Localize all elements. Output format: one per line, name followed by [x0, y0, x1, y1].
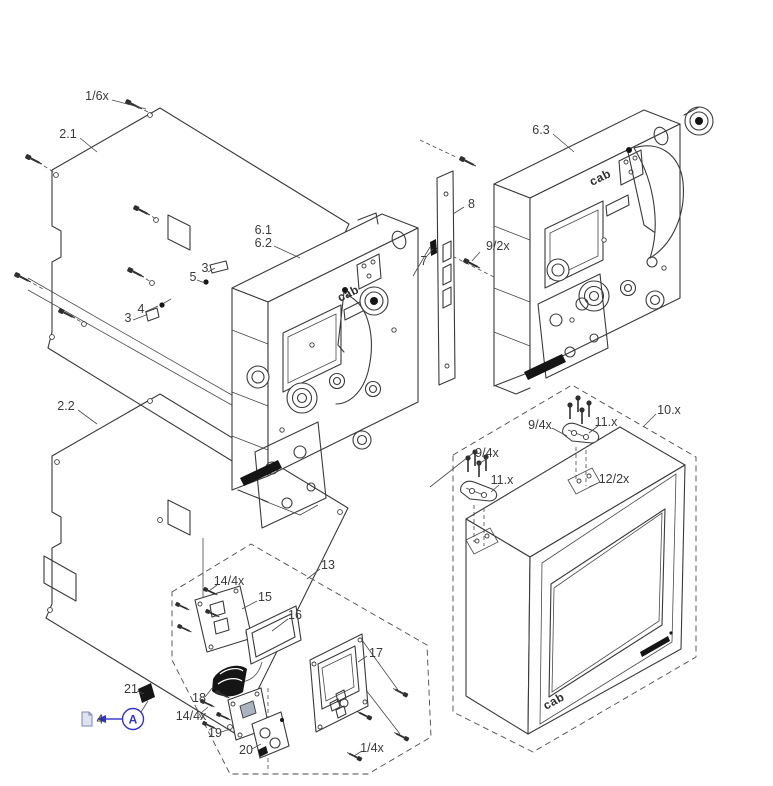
- callout-14-4x-top: 14/4x: [214, 574, 245, 588]
- callout-18: 18: [192, 691, 206, 705]
- panel-2-2: [43, 393, 349, 735]
- part-18-boot: [212, 665, 247, 697]
- callout-10x: 10.x: [657, 403, 681, 417]
- plate-12-right: [567, 467, 601, 495]
- callout-6-3: 6.3: [532, 123, 549, 137]
- callout-3b: 3: [125, 311, 132, 325]
- callout-14-4x-bottom: 14/4x: [176, 709, 207, 723]
- callout-8: 8: [468, 197, 475, 211]
- page-icon: [81, 711, 93, 727]
- callout-9-2x: 9/2x: [486, 239, 510, 253]
- callout-15: 15: [258, 590, 272, 604]
- clamp-11x-right: [562, 394, 601, 495]
- callout-17: 17: [369, 646, 383, 660]
- callout-3a: 3: [202, 261, 209, 275]
- callout-6-2: 6.2: [255, 236, 272, 250]
- plate-12-left: [465, 527, 499, 555]
- part-17-front-frame: [309, 633, 401, 735]
- detail-marker-a: [81, 700, 149, 731]
- part-21-grommet: [138, 683, 155, 703]
- screws-1-6x: [12, 97, 152, 322]
- marker-a-letter: A: [129, 713, 138, 727]
- callout-12-2x: 12/2x: [599, 472, 630, 486]
- callout-1-4x: 1/4x: [360, 741, 384, 755]
- callout-2-1: 2.1: [59, 127, 76, 141]
- leader-lines: [77, 99, 657, 757]
- panel-assembly-13: [81, 543, 432, 775]
- callout-21: 21: [124, 682, 138, 696]
- clamp-11x-left: [460, 448, 499, 555]
- callout-5: 5: [190, 270, 197, 284]
- fastener-3-4: [145, 298, 172, 322]
- callout-20: 20: [239, 743, 253, 757]
- screws-9-2x: [419, 139, 482, 272]
- print-unit-6-3: [493, 106, 714, 395]
- callout-6-1: 6.1: [255, 223, 272, 237]
- callout-9-4x-left: 9/4x: [475, 446, 499, 460]
- callout-11x-right: 11.x: [595, 415, 618, 429]
- callout-9-4x-right: 9/4x: [528, 418, 552, 432]
- bracket-strip-8: [412, 170, 456, 386]
- callout-11x-left: 11.x: [491, 473, 514, 487]
- callout-7: 7: [421, 254, 428, 268]
- page-ref-number: 4: [97, 713, 104, 727]
- enclosure-10x: [452, 384, 697, 753]
- callout-labels: 1/6x 2.1 2.2 6.1 6.2 6.3 8 7 9/2x 3 5 4 …: [57, 89, 681, 757]
- callout-16: 16: [288, 608, 302, 622]
- clip-7: [430, 239, 437, 256]
- callout-1-6x: 1/6x: [85, 89, 109, 103]
- brand-mark: [640, 636, 670, 657]
- callout-2-2: 2.2: [57, 399, 74, 413]
- print-unit-6-1: [231, 212, 419, 529]
- part-16-frame: [233, 605, 302, 683]
- callout-4: 4: [138, 302, 145, 316]
- part-15-plate: [194, 585, 253, 653]
- callout-13: 13: [321, 558, 335, 572]
- callout-19: 19: [208, 726, 222, 740]
- part-20-block: [251, 711, 290, 759]
